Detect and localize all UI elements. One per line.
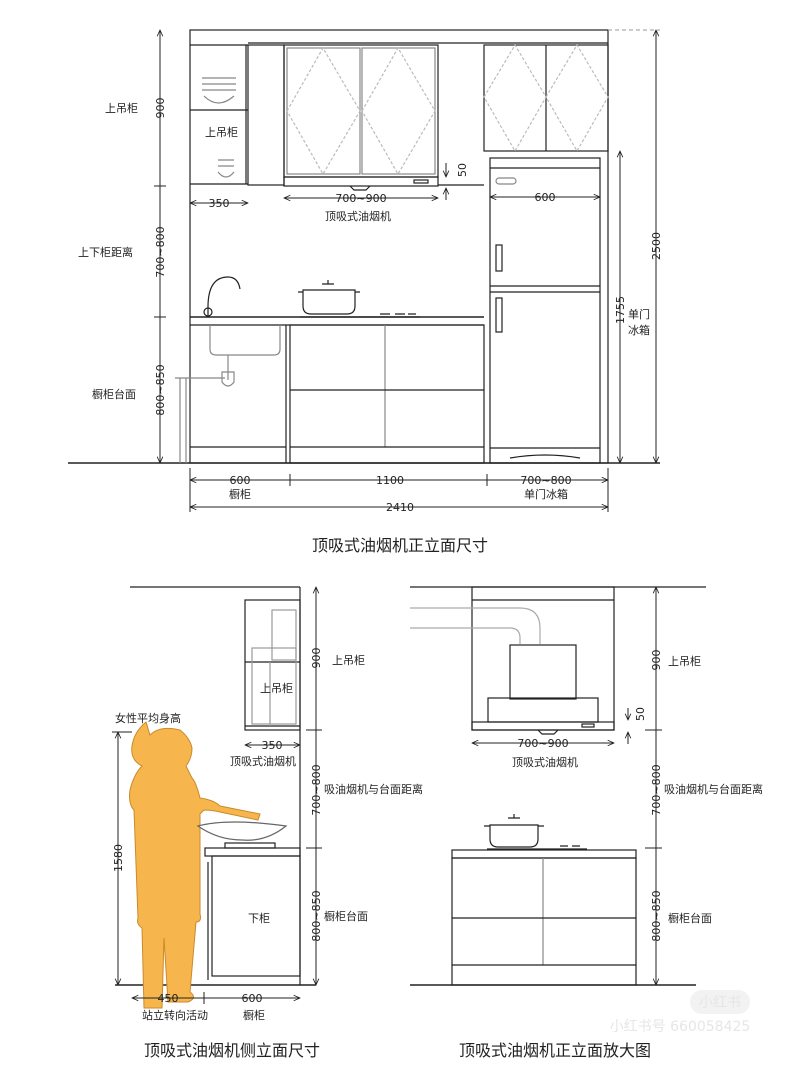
- enlarged-stove-icon: [487, 845, 587, 850]
- dim-total-width: 2410: [386, 501, 414, 514]
- enlarged-range-hood: [471, 721, 615, 731]
- enlarged-view-labels: 上吊柜 顶吸式油烟机 吸油烟机与台面距离 橱柜台面 900 50 700~900…: [459, 650, 763, 1061]
- side-hood-label: 顶吸式油烟机: [230, 754, 296, 768]
- side-counter-label: 橱柜台面: [324, 909, 368, 923]
- sink-cabinet-label: 橱柜: [229, 487, 251, 501]
- enlarged-countertop: [451, 849, 637, 859]
- dim-hood-width: 700~900: [335, 192, 386, 205]
- side-view-caption: 顶吸式油烟机侧立面尺寸: [144, 1041, 320, 1060]
- side-dim-hood-depth: 350: [262, 739, 283, 752]
- exhaust-duct-icon: [410, 607, 541, 644]
- front-view-labels: 上吊柜 上吊柜 上下柜距离 橱柜台面 顶吸式油烟机 单门 冰箱 900 700~…: [78, 98, 663, 556]
- lower-cabinet-label: 下柜: [248, 912, 270, 925]
- enlarged-counter-label: 橱柜台面: [668, 911, 712, 925]
- counter-label: 橱柜台面: [92, 387, 136, 401]
- drain-pipe-icon: [175, 355, 235, 463]
- enlarged-dimensions: [472, 587, 662, 985]
- left-open-shelf: [190, 45, 248, 185]
- woman-figure-icon: [129, 721, 261, 1009]
- upper-cabinet-label: 上吊柜: [105, 102, 138, 115]
- enlarged-view-caption: 顶吸式油烟机正立面放大图: [459, 1041, 651, 1060]
- enlarged-base-cabinet: [451, 857, 637, 986]
- bowls-icon: [202, 77, 236, 104]
- watermark: 小红书 小红书号 660058425: [610, 990, 751, 1035]
- side-dim-cabinet-depth: 600: [242, 992, 263, 1005]
- watermark-badge: 小红书: [699, 995, 741, 1011]
- pot-icon: [298, 280, 360, 315]
- dim-fridge-height: 1755: [614, 296, 627, 324]
- side-upper-cabinet-label: 上吊柜: [332, 654, 365, 667]
- fridge-label-2: 冰箱: [628, 323, 650, 337]
- bowls-icon: [217, 159, 235, 178]
- enlarged-elevation: [410, 586, 706, 986]
- fridge-space-label: 单门冰箱: [524, 487, 568, 501]
- enlarged-hood-label: 顶吸式油烟机: [512, 755, 578, 769]
- hood-label: 顶吸式油烟机: [325, 209, 391, 223]
- enlarged-dim-upper-height: 900: [650, 650, 663, 671]
- dim-total-height: 2500: [650, 232, 663, 260]
- side-hood-distance-label: 吸油烟机与台面距离: [324, 782, 423, 796]
- side-countertop: [204, 847, 301, 857]
- enlarged-pot-icon: [484, 814, 544, 848]
- hood-chimney: [509, 644, 577, 700]
- front-elevation: [68, 29, 660, 464]
- dim-gap-height: 700~800: [154, 226, 167, 277]
- enlarged-dim-hood-gap: 700~800: [650, 764, 663, 815]
- side-upper-cabinet: [244, 599, 301, 731]
- stove-icon: [300, 313, 420, 318]
- side-lower-cabinet: [211, 855, 301, 977]
- enlarged-hood-distance-label: 吸油烟机与台面距离: [664, 782, 763, 796]
- wok-icon: [196, 821, 288, 841]
- watermark-text: 小红书号 660058425: [610, 1019, 751, 1035]
- side-cabinet-label: 橱柜: [243, 1008, 265, 1022]
- dim-hood-offset: 50: [456, 163, 469, 177]
- enlarged-dim-hood-offset: 50: [634, 707, 647, 721]
- side-dim-counter-height: 800~850: [310, 890, 323, 941]
- upper-cabinet-inner-label: 上吊柜: [205, 126, 238, 139]
- front-view-caption: 顶吸式油烟机正立面尺寸: [312, 536, 488, 555]
- enlarged-dim-counter-height: 800~850: [650, 890, 663, 941]
- dim-upper-height: 900: [154, 98, 167, 119]
- woman-height-label: 女性平均身高: [115, 711, 181, 725]
- range-hood: [283, 176, 439, 187]
- side-upper-cabinet-inner-label: 上吊柜: [260, 682, 293, 695]
- dim-counter-height: 800~850: [154, 364, 167, 415]
- faucet-icon: [207, 276, 241, 317]
- side-elevation: [115, 586, 316, 1009]
- side-dim-standing-space: 450: [158, 992, 179, 1005]
- dim-fridge-width: 600: [535, 191, 556, 204]
- enlarged-upper-cabinet-label: 上吊柜: [668, 655, 701, 668]
- sink-icon: [209, 325, 281, 356]
- upper-cabinet-doors: [283, 44, 439, 178]
- dim-sink-cabinet-width: 600: [230, 474, 251, 487]
- dim-middle-width: 1100: [376, 474, 404, 487]
- side-dim-woman-height: 1580: [112, 844, 125, 872]
- side-dim-hood-gap: 700~800: [310, 764, 323, 815]
- side-view-labels: 上吊柜 上吊柜 女性平均身高 顶吸式油烟机 吸油烟机与台面距离 橱柜台面 下柜 …: [112, 648, 423, 1061]
- wall-frame: [189, 29, 609, 464]
- front-dimensions: [154, 30, 660, 512]
- dim-upper-depth: 350: [209, 197, 230, 210]
- standing-space-label: 站立转向活动: [142, 1008, 208, 1022]
- cabinet-gap-label: 上下柜距离: [78, 245, 133, 259]
- dim-fridge-space-width: 700~800: [520, 474, 571, 487]
- refrigerator: [489, 157, 601, 464]
- side-dimensions: [112, 587, 322, 1004]
- enlarged-dim-hood-width: 700~900: [517, 737, 568, 750]
- side-dim-upper-height: 900: [310, 648, 323, 669]
- base-cabinet: [289, 324, 485, 464]
- fridge-label-1: 单门: [628, 307, 650, 321]
